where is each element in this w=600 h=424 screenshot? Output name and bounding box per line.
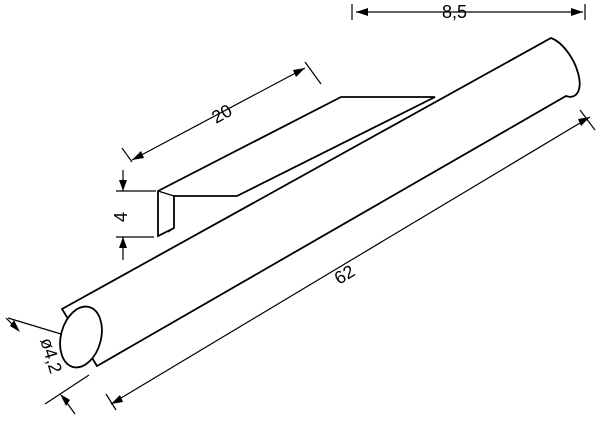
tube-length-label: 62 [331, 261, 358, 288]
dimension-arm-height: 4 [111, 170, 156, 260]
arm-height-label: 4 [111, 212, 131, 222]
light-tube [60, 37, 581, 368]
dimension-width-depth: 8,5 [351, 2, 586, 22]
lamp-body [59, 37, 581, 369]
width-depth-label: 8,5 [442, 2, 467, 22]
arm-length-label: 20 [208, 100, 235, 127]
tube-end-cap [59, 305, 103, 369]
mounting-arm [157, 96, 436, 238]
